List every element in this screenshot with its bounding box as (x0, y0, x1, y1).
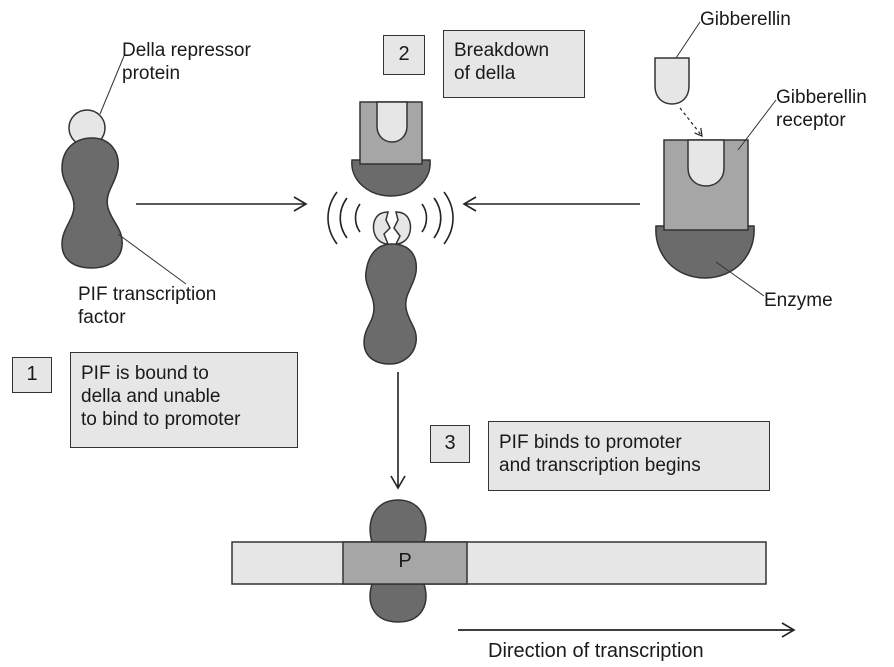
gibberellin-molecule (654, 57, 690, 105)
pif-leader-line (117, 233, 187, 285)
promoter-region (342, 541, 468, 585)
step-3-number: 3 (430, 425, 470, 463)
pif-on-promoter-top (369, 499, 427, 543)
label-gibberellin-receptor: Gibberellin receptor (776, 87, 867, 131)
pif-on-promoter-bottom (369, 583, 427, 623)
enzyme-leader-line (715, 261, 765, 297)
broken-della-left (372, 211, 391, 245)
step-2-number: 2 (383, 35, 425, 75)
label-enzyme: Enzyme (764, 290, 833, 311)
step-1-description: PIF is bound to della and unable to bind… (70, 352, 298, 448)
step-1-number: 1 (12, 357, 52, 393)
della-leader-line (99, 55, 125, 115)
pif-transcription-factor-bound (61, 137, 123, 269)
pif-transcription-factor-freed (363, 243, 418, 365)
gibberellin-leader-line (675, 21, 701, 59)
label-della-repressor: Della repressor protein (122, 40, 251, 84)
enzyme-right (655, 225, 755, 279)
gibberellin-binding-arrow (679, 107, 703, 137)
promoter-label: P (398, 550, 412, 572)
breakdown-vibration-lines (327, 191, 454, 245)
gibberellin-bound-receptor (687, 139, 725, 187)
label-direction-of-transcription: Direction of transcription (488, 640, 704, 662)
dna-strand (231, 541, 767, 585)
enzyme-center (351, 159, 431, 197)
step-2-description: Breakdown of della (443, 30, 585, 98)
label-pif-transcription-factor: PIF transcription factor (78, 284, 217, 328)
step-3-description: PIF binds to promoter and transcription … (488, 421, 770, 491)
label-gibberellin: Gibberellin (700, 9, 791, 30)
broken-della-right (393, 211, 412, 245)
receptor-leader-line (737, 99, 777, 151)
gibberellin-in-receptor-center (376, 101, 408, 143)
